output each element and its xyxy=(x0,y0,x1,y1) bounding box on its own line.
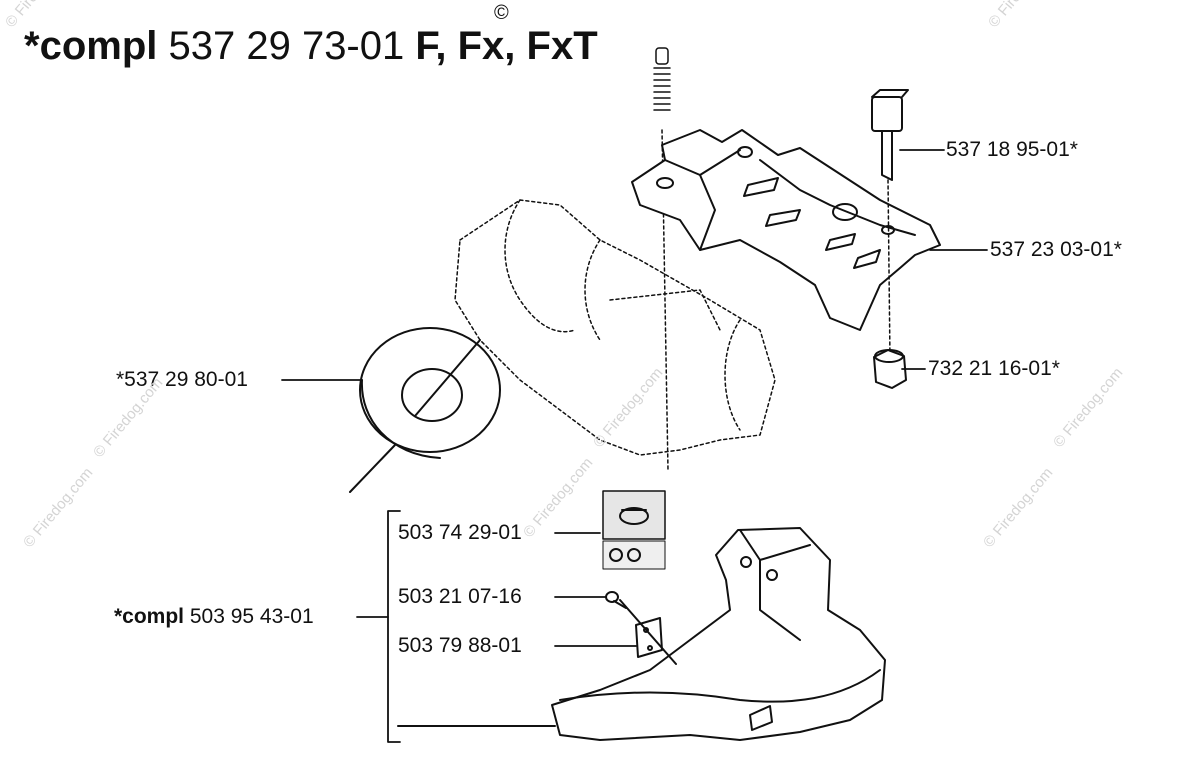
nut-icon xyxy=(873,349,907,389)
guard-icon xyxy=(397,527,886,741)
assembly-prefix: *compl xyxy=(114,605,185,628)
title-number: 537 29 73-01 xyxy=(168,24,405,68)
housing-outline xyxy=(454,199,776,456)
title-prefix: *compl xyxy=(24,24,158,68)
title-models: F, Fx, FxT xyxy=(415,24,598,68)
clip-icon xyxy=(635,617,663,658)
top-bolt-icon xyxy=(653,47,671,111)
part-label-screw[interactable]: 503 21 07-16 xyxy=(398,585,522,608)
part-label-washer[interactable]: *537 29 80-01 xyxy=(116,368,248,391)
decal-icon xyxy=(602,490,666,570)
part-label-nut[interactable]: 732 21 16-01* xyxy=(928,357,1060,380)
part-label-bolt[interactable]: 537 18 95-01* xyxy=(946,138,1078,161)
part-label-decal[interactable]: 503 74 29-01 xyxy=(398,521,522,544)
assembly-number: 503 95 43-01 xyxy=(189,605,314,628)
bracket-icon xyxy=(631,129,941,331)
assembly-label[interactable]: *compl 503 95 43-01 xyxy=(114,605,314,629)
bolt-icon xyxy=(871,89,909,361)
part-label-bracket[interactable]: 537 23 03-01* xyxy=(990,238,1122,261)
copyright-mark: © xyxy=(494,2,509,24)
part-label-clip[interactable]: 503 79 88-01 xyxy=(398,634,522,657)
leader-lines xyxy=(281,149,988,743)
page-title: *compl 537 29 73-01 F, Fx, FxT xyxy=(24,22,598,70)
screw-icon xyxy=(605,591,627,609)
washer-icon xyxy=(349,327,501,493)
